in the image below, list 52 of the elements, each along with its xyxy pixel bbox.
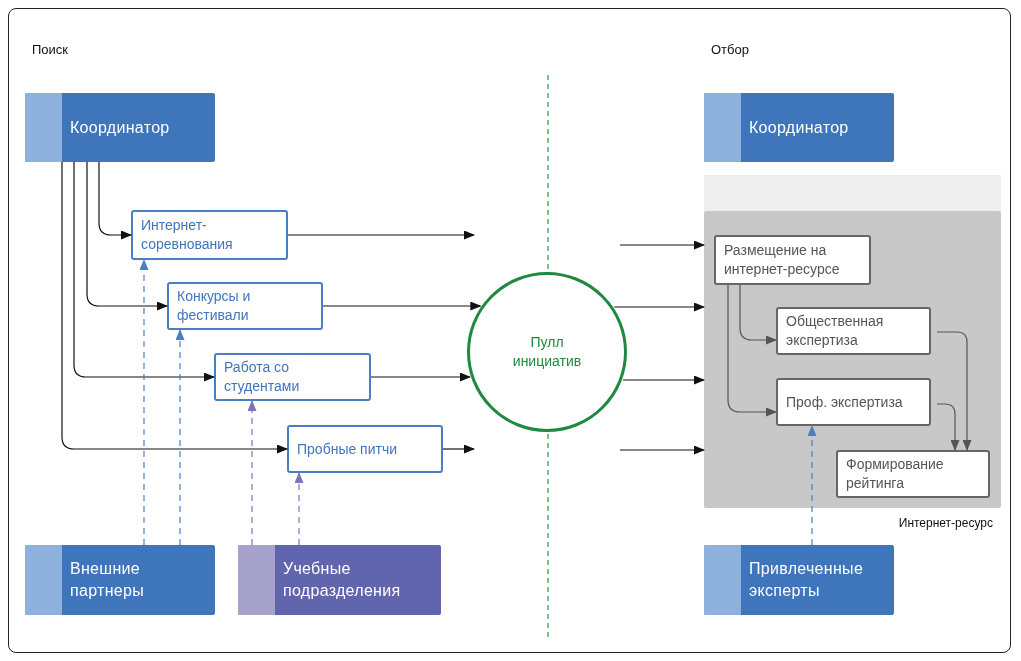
arrow	[442, 444, 475, 454]
node-label: Внешние партнеры	[70, 559, 145, 601]
arrow	[175, 329, 185, 546]
node-label: Проф. экспертиза	[786, 392, 903, 412]
node-label: Пробные питчи	[297, 439, 398, 459]
arrow	[61, 161, 288, 454]
section-heading: Отбор	[711, 42, 749, 57]
arrow	[807, 425, 817, 546]
process-box	[836, 450, 990, 498]
arrow	[739, 284, 777, 345]
process-box	[714, 235, 871, 285]
arrow	[613, 302, 705, 312]
process-box	[776, 378, 931, 426]
process-box	[287, 425, 443, 473]
node-label: Интернет-соревнования	[141, 216, 234, 254]
role-box	[25, 93, 215, 162]
role-box	[25, 545, 215, 615]
arrow	[370, 372, 471, 382]
node-label: Общественная экспертиза	[786, 312, 885, 350]
node-label: Конкурсы и фестивали	[177, 287, 252, 325]
node-label: Координатор	[70, 117, 170, 138]
arrow	[727, 284, 777, 417]
node-label: Пулл инициатив	[511, 333, 583, 371]
node-label: Размещение на интернет-ресурсе	[724, 241, 841, 279]
node-label: Формирование рейтинга	[846, 455, 945, 493]
arrow	[98, 161, 132, 240]
section-heading: Поиск	[32, 42, 69, 57]
arrow	[294, 472, 304, 546]
process-box	[131, 210, 288, 260]
arrow	[619, 240, 705, 250]
process-box	[214, 353, 371, 401]
node-label: Привлеченные эксперты	[749, 559, 865, 601]
arrow	[139, 259, 149, 546]
arrow	[936, 403, 960, 451]
role-box	[704, 545, 894, 615]
arrow	[247, 400, 257, 546]
arrow	[322, 301, 482, 311]
arrow	[936, 331, 972, 451]
role-box	[238, 545, 441, 615]
node-label: Учебные подразделения	[283, 559, 402, 601]
arrow	[622, 375, 705, 385]
node-label: Работа со студентами	[224, 358, 301, 396]
pool-circle	[467, 272, 627, 432]
node-label: Координатор	[749, 117, 849, 138]
process-box	[167, 282, 323, 330]
arrow	[287, 230, 475, 240]
process-box	[776, 307, 931, 355]
arrow	[73, 161, 215, 382]
arrow	[86, 161, 168, 311]
panel-title: Интернет-ресурс	[898, 516, 993, 530]
role-box	[704, 93, 894, 162]
arrow	[619, 445, 705, 455]
